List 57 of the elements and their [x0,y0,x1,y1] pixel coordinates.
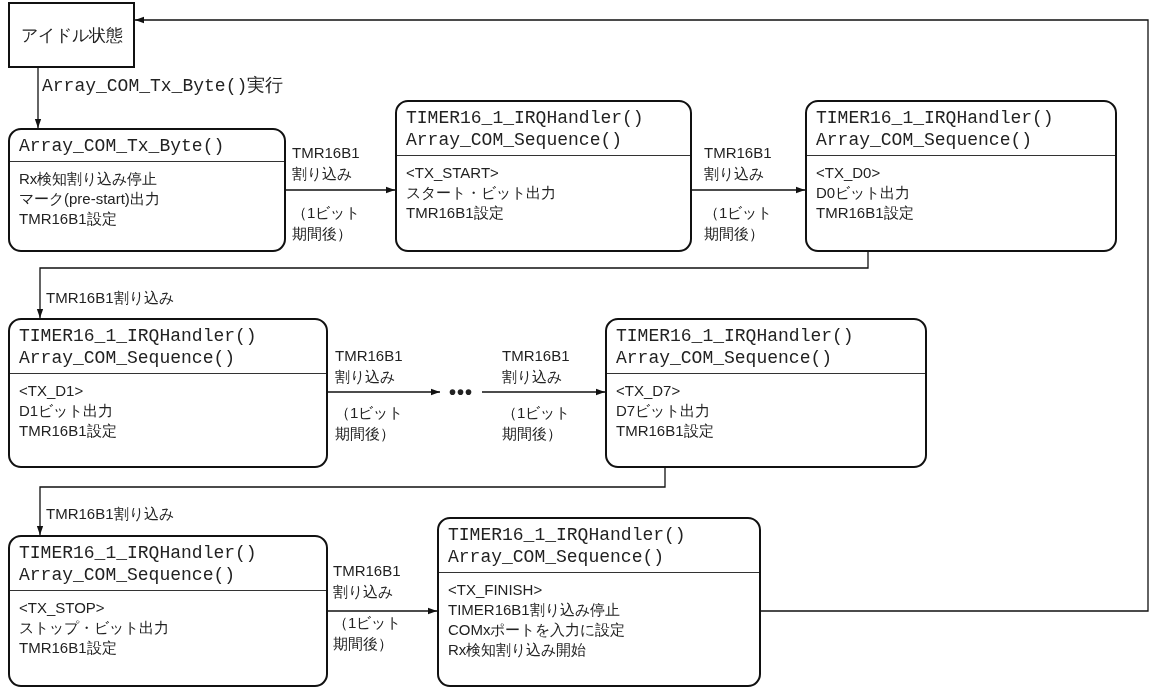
state-name: アイドル状態 [20,24,123,47]
function-name: Array_COM_Sequence() [406,129,624,151]
function-name: Array_COM_Sequence() [19,347,237,369]
state-box [395,100,692,252]
state-action: TMR16B1設定 [19,209,118,229]
state-action: スタート・ビット出力 [406,183,557,203]
state-action: Rx検知割り込み開始 [448,640,588,660]
state-box [8,535,328,687]
function-name: TIMER16_1_IRQHandler() [19,325,258,347]
state-box [8,2,135,68]
function-name: Array_COM_Sequence() [816,129,1034,151]
state-action: TMR16B1設定 [19,638,118,658]
function-name: TIMER16_1_IRQHandler() [816,107,1055,129]
arrow [36,467,666,536]
state-action: D1ビット出力 [19,401,115,421]
arrow [36,251,869,319]
state-box [437,517,761,687]
arrow [481,388,606,396]
function-name: TIMER16_1_IRQHandler() [19,542,258,564]
function-name: Array_COM_Tx_Byte() [19,135,226,157]
state-action: D0ビット出力 [816,183,912,203]
state-action: D7ビット出力 [616,401,712,421]
function-name: Array_COM_Sequence() [19,564,237,586]
function-name: TIMER16_1_IRQHandler() [448,524,687,546]
state-action: TMR16B1設定 [19,421,118,441]
arrow [34,67,42,129]
arrow [134,16,1149,612]
state-action: TIMER16B1割り込み停止 [448,600,621,620]
state-box [8,318,328,468]
state-box [805,100,1117,252]
arrow [691,186,806,194]
state-action: マーク(pre-start)出力 [19,189,161,209]
state-action: Rx検知割り込み停止 [19,169,159,189]
function-name: TIMER16_1_IRQHandler() [616,325,855,347]
state-box [605,318,927,468]
arrow [327,388,441,396]
arrow [285,186,396,194]
state-action: ストップ・ビット出力 [19,618,170,638]
state-action: TMR16B1設定 [816,203,915,223]
state-action: TMR16B1設定 [616,421,715,441]
edge-label: Array_COM_Tx_Byte()実行 [42,76,284,97]
state-action: <TX_D1> [19,381,85,401]
edge-label: TMR16B1割り込み [46,287,174,308]
state-box [8,128,286,252]
function-name: Array_COM_Sequence() [448,546,666,568]
state-action: <TX_START> [406,163,500,183]
state-action: <TX_FINISH> [448,580,544,600]
arrow [327,607,438,615]
state-action: TMR16B1設定 [406,203,505,223]
function-name: TIMER16_1_IRQHandler() [406,107,645,129]
ellipsis-dots: ••• [440,380,482,404]
state-action: <TX_STOP> [19,598,106,618]
edge-label: TMR16B1割り込み [46,503,174,524]
state-action: <TX_D7> [616,381,682,401]
state-action: <TX_D0> [816,163,882,183]
function-name: Array_COM_Sequence() [616,347,834,369]
state-action: COMxポートを入力に設定 [448,620,627,640]
